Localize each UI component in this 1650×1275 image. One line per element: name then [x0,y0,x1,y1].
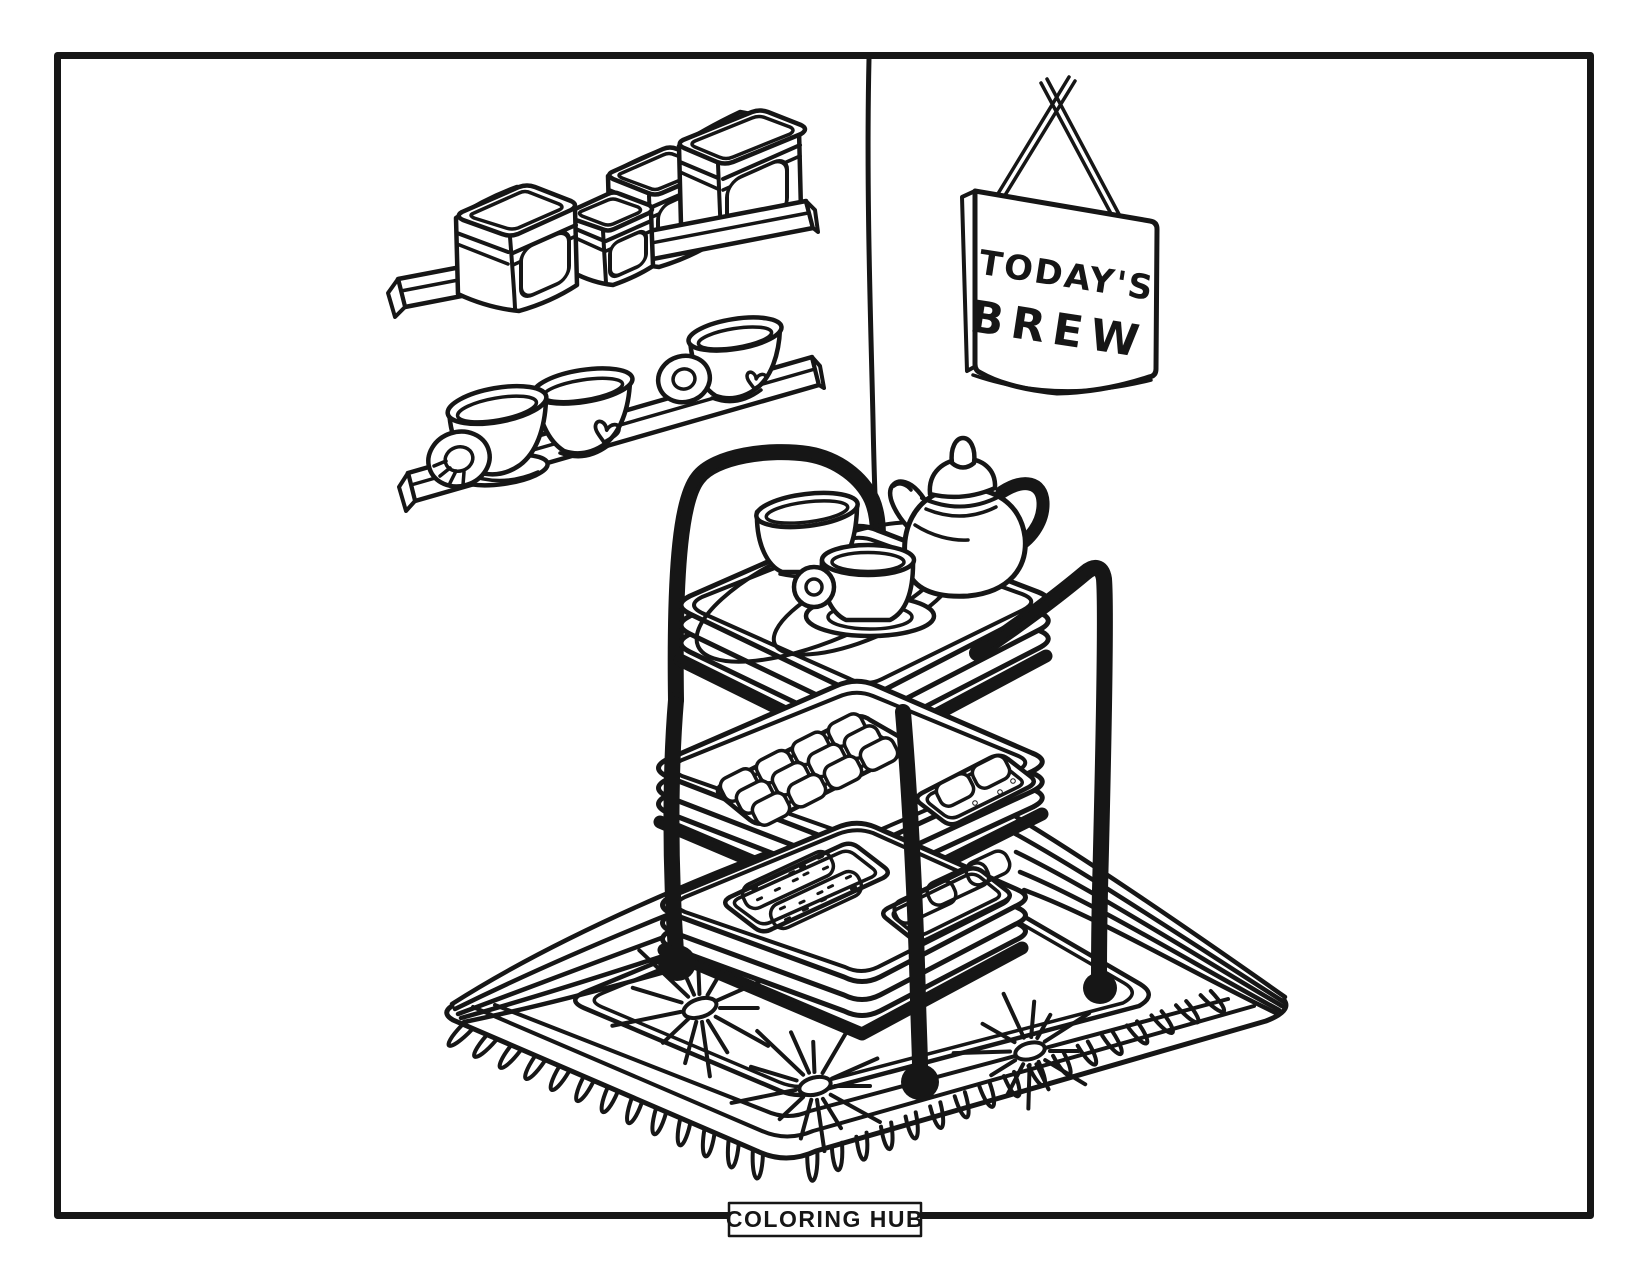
rug-starburst [729,1025,882,1154]
teacup [426,383,550,489]
wheel [1083,972,1117,1004]
heart-motif [593,419,621,445]
pastries [892,849,1012,925]
rug-starburst [951,991,1092,1111]
canister [453,183,580,314]
canister [567,190,656,288]
canister-shelf [386,108,820,319]
rug-border-line [471,1004,1256,1139]
footer-label: COLORING HUB [726,1201,924,1238]
cart-bottom-tier [657,823,1029,1041]
pastry-tray [723,841,890,934]
starburst-center [681,995,719,1021]
biscuit-tray [915,750,1036,827]
teacup-shelf [397,315,826,513]
rug-outer-edge [444,997,1289,1161]
biscuits [931,750,1016,812]
cup-handle [655,353,713,405]
pastries [740,849,864,931]
teacup-on-saucer [791,542,937,639]
heart-motif [745,370,768,391]
teapot-lid [927,456,998,500]
teacup-heart [655,315,784,405]
cup-handle [791,564,837,610]
tea-cart [653,435,1117,1100]
footer-label-text: COLORING HUB [726,1206,924,1232]
rug-fringe-left [446,1023,765,1181]
wall-corner-line [865,56,880,541]
teapot [887,435,1050,599]
teapot-knob [949,435,977,470]
cart-middle-tier [653,681,1049,913]
teapot-body [902,486,1028,599]
cart-wheels [658,945,1117,1100]
starburst-center [1013,1040,1047,1062]
hanging-sign: TODAY'S BREW [960,75,1160,396]
wheel [901,1064,939,1100]
starburst-center [797,1074,833,1098]
wheel [658,945,696,981]
